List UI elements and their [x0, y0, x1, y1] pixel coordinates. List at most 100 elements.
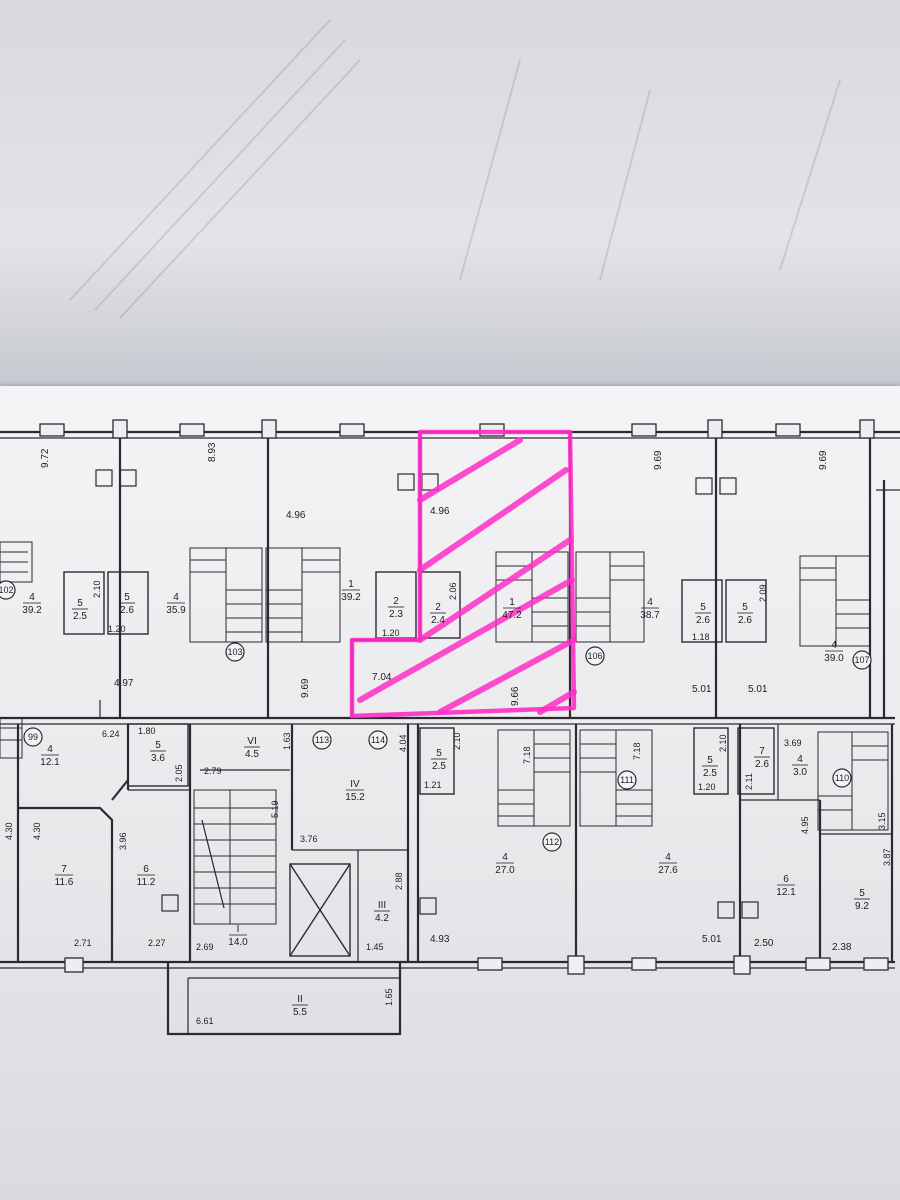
dim-label: 4.30	[4, 822, 14, 840]
dim-label: 3.87	[882, 848, 892, 866]
marker-circle: 112	[542, 832, 562, 852]
marker-circle: 113	[312, 730, 332, 750]
svg-text:4: 4	[502, 852, 508, 863]
dim-label: 5.19	[270, 800, 280, 818]
stair-d	[575, 551, 645, 643]
svg-text:12.1: 12.1	[776, 887, 796, 898]
svg-text:2.4: 2.4	[431, 615, 445, 626]
marker-circle: 111	[617, 770, 637, 790]
marker-circle: 99	[23, 727, 43, 747]
dim-label: 6.24	[102, 729, 120, 739]
vent-shafts	[95, 469, 759, 919]
svg-text:4.5: 4.5	[245, 749, 259, 760]
marker-circle: 102	[0, 580, 16, 600]
room-label: 7 11.6	[55, 864, 74, 888]
background-ghost-text	[69, 19, 841, 319]
marker-circle: 110	[832, 768, 852, 788]
svg-text:39.0: 39.0	[824, 653, 844, 664]
svg-text:106: 106	[587, 651, 602, 661]
dim-label: 9.66	[510, 686, 521, 706]
dim-label: 1.63	[282, 732, 292, 750]
svg-text:103: 103	[227, 647, 242, 657]
room-label: 5 3.6	[150, 740, 166, 764]
svg-text:2.5: 2.5	[73, 611, 87, 622]
svg-text:39.2: 39.2	[341, 592, 361, 603]
dim-label: 7.04	[372, 672, 392, 683]
dim-label: 5.01	[748, 684, 768, 695]
svg-text:1: 1	[509, 597, 515, 608]
dim-label: 9.72	[40, 448, 51, 468]
highlighted-unit	[349, 429, 577, 719]
dim-label: 4.95	[800, 816, 810, 834]
room-label: 4 38.7	[640, 597, 660, 621]
room-label: IV 15.2	[345, 779, 365, 803]
dim-label: 1.20	[382, 628, 400, 638]
dim-label: 4.04	[398, 734, 408, 752]
room-label: 5 2.5	[431, 748, 447, 772]
dim-label: 2.38	[832, 942, 852, 953]
stair-e	[799, 555, 871, 647]
svg-text:5: 5	[742, 602, 748, 613]
room-label: 5 2.6	[695, 602, 711, 626]
room-label: 5 9.2	[854, 888, 870, 912]
svg-text:4: 4	[665, 852, 671, 863]
svg-text:5: 5	[700, 602, 706, 613]
svg-text:2.5: 2.5	[432, 761, 446, 772]
svg-text:27.0: 27.0	[495, 865, 515, 876]
dim-label: 7.18	[522, 746, 532, 764]
dim-label: 1.20	[108, 624, 126, 634]
dim-label: 9.69	[653, 450, 664, 470]
dim-label: 9.69	[300, 678, 311, 698]
svg-text:3.0: 3.0	[793, 767, 807, 778]
dim-label: 8.93	[207, 442, 218, 462]
dim-label: 7.18	[632, 742, 642, 760]
room-label: 4 3.0	[792, 754, 808, 778]
svg-text:4: 4	[797, 754, 803, 765]
dim-label: 3.96	[118, 832, 128, 850]
room-label: 6 12.1	[776, 874, 796, 898]
room-label: 1 39.2	[341, 579, 361, 603]
dim-label: 2.27	[148, 938, 166, 948]
stair-b	[265, 547, 341, 643]
svg-text:4.2: 4.2	[375, 913, 389, 924]
dim-label: 2.88	[394, 872, 404, 890]
wall-piers	[39, 419, 889, 975]
dim-label: 4.96	[430, 506, 450, 517]
room-label: II 5.5	[292, 994, 308, 1018]
svg-text:38.7: 38.7	[640, 610, 660, 621]
room-label: 5 2.6	[119, 592, 135, 616]
svg-text:111: 111	[620, 775, 634, 785]
dim-label: 4.30	[32, 822, 42, 840]
room-label: 4 12.1	[40, 744, 60, 768]
dim-label: 2.10	[718, 734, 728, 752]
room-label: 4 39.0	[824, 640, 844, 664]
svg-text:2.5: 2.5	[703, 768, 717, 779]
svg-text:6: 6	[783, 874, 789, 885]
marker-circle: 106	[585, 646, 605, 666]
svg-text:112: 112	[545, 837, 559, 847]
svg-text:99: 99	[28, 732, 38, 742]
svg-text:4: 4	[29, 592, 35, 603]
stair-h	[817, 731, 889, 831]
svg-text:3.6: 3.6	[151, 753, 165, 764]
room-labels: 4 39.2 5 2.5 5 2.6 4 35.9 1 39.2 2 2.3	[22, 579, 870, 1018]
stairs	[0, 541, 889, 925]
svg-text:5: 5	[77, 598, 83, 609]
background-paper-sheet	[0, 0, 900, 400]
dim-label: 6.61	[196, 1016, 214, 1026]
svg-text:I: I	[237, 924, 240, 935]
room-label: 5 2.5	[702, 755, 718, 779]
room-label: 6 11.2	[137, 864, 156, 888]
svg-text:5: 5	[124, 592, 130, 603]
svg-text:27.6: 27.6	[658, 865, 678, 876]
svg-text:II: II	[297, 994, 303, 1005]
svg-text:5: 5	[707, 755, 713, 766]
room-label: 4 35.9	[166, 592, 186, 616]
svg-text:2: 2	[393, 596, 399, 607]
marker-circle: 114	[368, 730, 388, 750]
unit-markers: 102 103 106 107 99 113 114 111 112 110	[0, 580, 872, 852]
room-label: 4 27.6	[658, 852, 678, 876]
stair-g	[579, 729, 653, 827]
svg-text:11.2: 11.2	[137, 877, 156, 888]
dim-label: 9.69	[818, 450, 829, 470]
